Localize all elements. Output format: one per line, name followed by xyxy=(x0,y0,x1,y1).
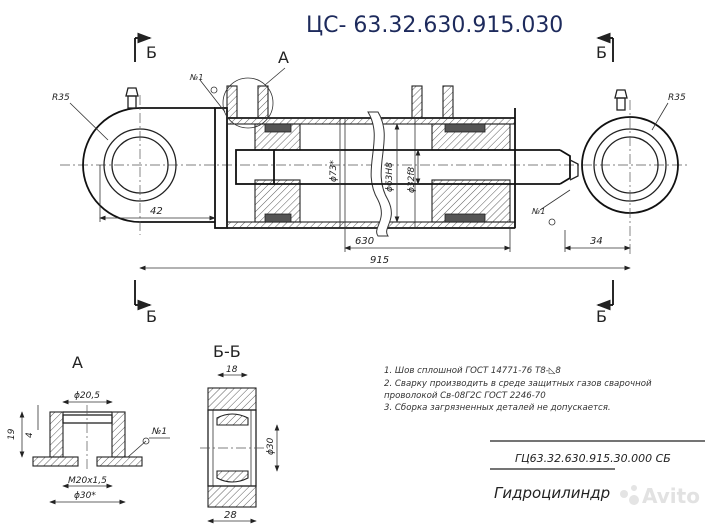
detail-a-weld-mark: №1 xyxy=(151,427,167,437)
detail-a-label: A xyxy=(72,353,83,372)
right-cap-eye xyxy=(581,89,679,255)
dia-73: ϕ73* xyxy=(329,160,339,182)
grease-nipple-left xyxy=(127,95,137,109)
section-bb-view: Б-Б 18 28 ϕ30 xyxy=(200,342,280,524)
section-bb-label: Б-Б xyxy=(213,342,241,361)
section-bb-dim-28: 28 xyxy=(224,510,237,521)
radius-right: R35 xyxy=(668,93,686,103)
cylinder-body xyxy=(214,85,516,237)
drawing-name: Гидроцилиндр xyxy=(494,484,610,502)
section-mark-br: Б xyxy=(596,307,607,326)
section-mark-tr: Б xyxy=(596,43,607,62)
detail-a-dia-20-5: ϕ20,5 xyxy=(74,391,100,401)
weld-mark-top: №1 xyxy=(189,73,203,82)
dim-915: 915 xyxy=(370,255,389,266)
dia-32: ϕ32f8 xyxy=(407,166,417,193)
drawing-designation: ГЦ63.32.630.915.30.000 СБ xyxy=(515,452,671,465)
note-3: 3. Сборка загрязненных деталей не допуск… xyxy=(384,403,611,413)
note-2-cont: проволокой Св-08Г2С ГОСТ 2246-70 xyxy=(384,391,546,401)
watermark-text: Avito xyxy=(642,484,700,508)
detail-a-callout xyxy=(222,77,274,129)
detail-a-dia-30: ϕ30* xyxy=(74,491,96,501)
detail-a-thread: M20x1,5 xyxy=(68,476,107,486)
dim-630: 630 xyxy=(355,236,374,247)
detail-a-height-4: 4 xyxy=(25,432,35,438)
section-bb-dia-30: ϕ30 xyxy=(266,437,276,455)
dim-42: 42 xyxy=(150,206,163,217)
main-dimensions: R35 R35 №1 №1 42 630 915 34 ϕ73* ϕ63H8 ϕ… xyxy=(52,73,686,271)
section-marks: Б Б Б Б xyxy=(134,32,614,326)
drawing-title: ЦС- 63.32.630.915.030 xyxy=(306,13,563,38)
detail-a-view: A ϕ20,5 M20x1,5 ϕ30* 19 4 №1 xyxy=(7,353,170,505)
dia-63: ϕ63H8 xyxy=(385,162,395,192)
note-1: 1. Шов сплошной ГОСТ 14771-76 Т8-◺8 xyxy=(384,366,561,376)
title-block: ГЦ63.32.630.915.30.000 СБ Гидроцилиндр xyxy=(490,440,705,502)
detail-a-height-19: 19 xyxy=(7,428,17,440)
weld-mark-right: №1 xyxy=(531,207,545,216)
left-rod-eye xyxy=(82,87,215,235)
dim-34: 34 xyxy=(590,236,603,247)
section-mark-tl: Б xyxy=(146,43,157,62)
avito-watermark: Avito xyxy=(620,484,700,508)
section-mark-bl: Б xyxy=(146,307,157,326)
technical-notes: 1. Шов сплошной ГОСТ 14771-76 Т8-◺8 2. С… xyxy=(384,366,652,413)
detail-a-callout-label: A xyxy=(278,48,289,67)
section-bb-dim-18: 18 xyxy=(226,365,238,375)
note-2: 2. Сварку производить в среде защитных г… xyxy=(384,379,652,389)
radius-left: R35 xyxy=(52,93,70,103)
